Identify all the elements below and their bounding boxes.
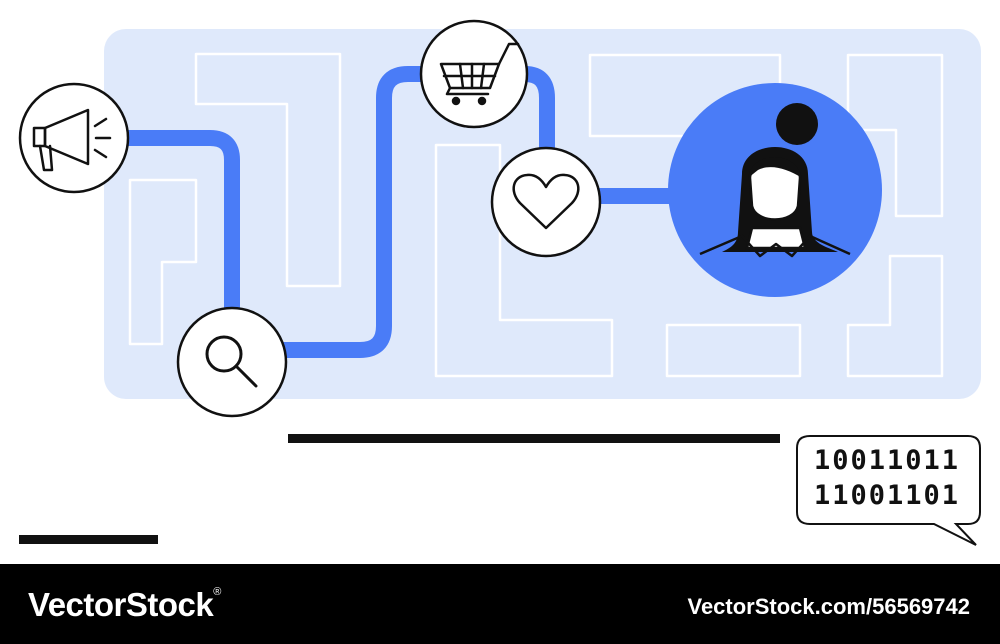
brand-registered-mark: ® bbox=[213, 586, 221, 598]
heart-icon bbox=[512, 173, 580, 230]
journey-path bbox=[112, 66, 672, 358]
search-node bbox=[176, 306, 288, 418]
cart-node bbox=[419, 19, 529, 129]
shopping-cart-icon bbox=[439, 42, 520, 106]
avatar bbox=[668, 83, 882, 297]
megaphone-icon bbox=[32, 108, 112, 172]
image-url[interactable]: VectorStock.com/56569742 bbox=[687, 594, 970, 619]
binary-line-2: 11001101 bbox=[813, 480, 961, 511]
megaphone-node bbox=[18, 82, 130, 194]
search-icon bbox=[205, 335, 258, 388]
speech-bubble-icon bbox=[796, 435, 981, 546]
woman-avatar-icon bbox=[699, 103, 851, 258]
heart-node bbox=[490, 146, 602, 258]
binary-line-1: 10011011 bbox=[813, 445, 961, 476]
brand-logo[interactable]: VectorStock® bbox=[28, 586, 221, 624]
footer-bar: VectorStock® VectorStock.com/56569742 bbox=[0, 564, 1000, 644]
divider-bar-long bbox=[288, 434, 780, 443]
brand-name: VectorStock bbox=[28, 586, 214, 623]
divider-bar-short bbox=[19, 535, 158, 544]
